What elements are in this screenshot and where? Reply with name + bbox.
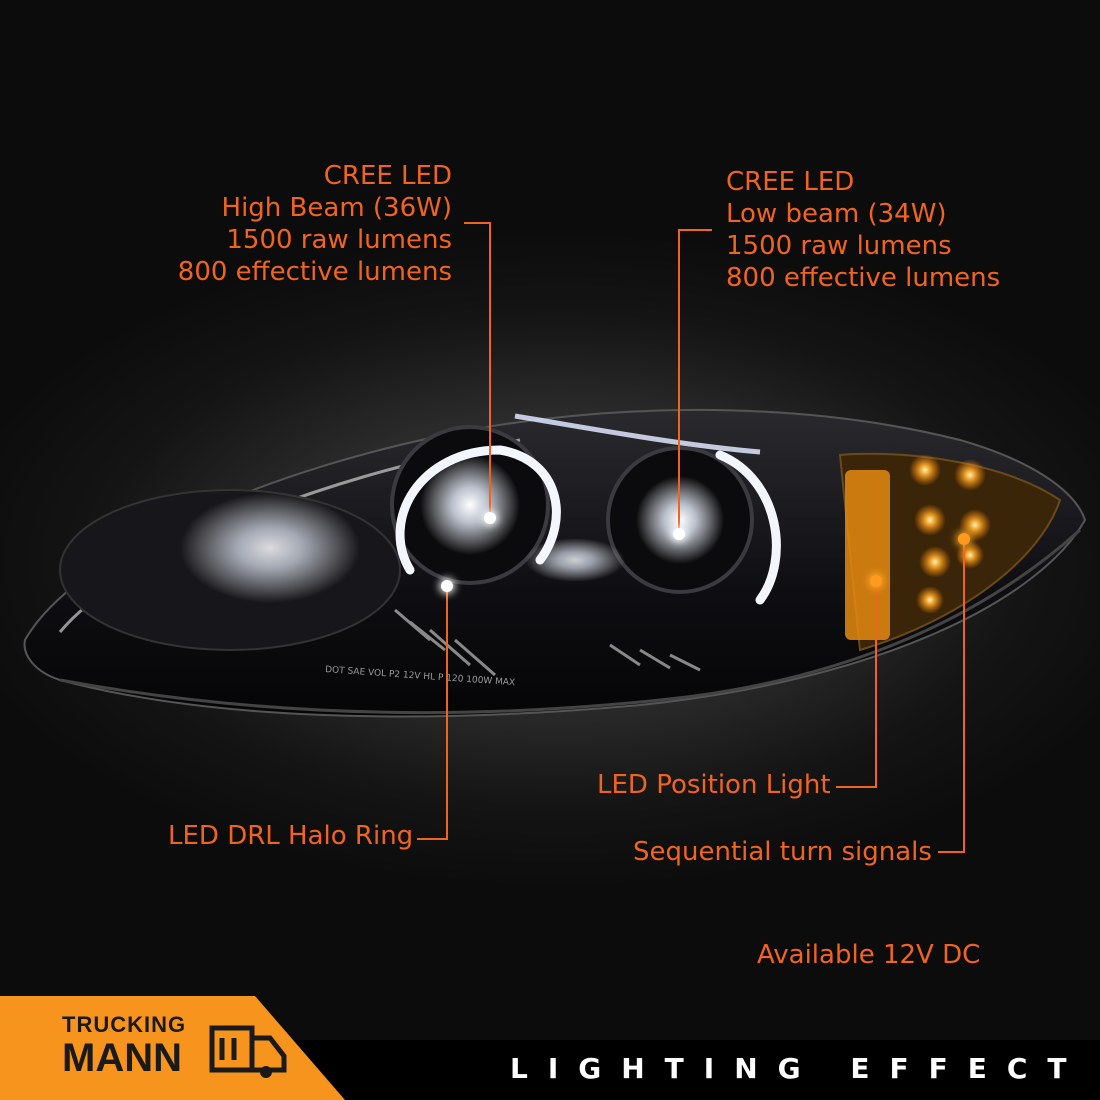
high-beam-line-3: 1500 raw lumens xyxy=(226,225,452,255)
turn-signal-marker xyxy=(958,533,970,545)
low-beam-leader-v xyxy=(678,229,680,529)
low-beam-marker xyxy=(673,528,685,540)
low-beam-line-3: 1500 raw lumens xyxy=(726,231,952,261)
brand-logo: TRUCKING MANN xyxy=(62,1012,187,1080)
drl-label: LED DRL Halo Ring xyxy=(168,821,414,851)
high-beam-line-2: High Beam (36W) xyxy=(221,193,452,223)
reflector-fins xyxy=(394,608,701,677)
position-light-label: LED Position Light xyxy=(597,770,831,800)
low-beam-line-1: CREE LED xyxy=(726,167,855,197)
footer-title: LIGHTING EFFECT xyxy=(510,1052,1087,1085)
position-leader-h xyxy=(836,786,876,788)
position-light-lens xyxy=(845,470,890,640)
drl-halo-ring-right xyxy=(715,450,781,605)
high-beam-leader-h xyxy=(464,222,490,224)
position-leader-v xyxy=(875,582,877,788)
brand-line-1: TRUCKING xyxy=(62,1012,187,1037)
turn-leader-v xyxy=(963,540,965,853)
position-light-marker xyxy=(870,575,882,587)
callout-drl: LED DRL Halo Ring xyxy=(168,820,413,852)
truck-icon xyxy=(209,1025,287,1078)
callout-turn-signals: Sequential turn signals xyxy=(633,836,932,868)
availability-note: Available 12V DC xyxy=(757,940,981,970)
turn-leader-h xyxy=(938,851,964,853)
drl-marker xyxy=(441,580,453,592)
high-beam-marker xyxy=(484,512,496,524)
callout-position-light: LED Position Light xyxy=(597,769,831,801)
high-beam-line-4: 800 effective lumens xyxy=(177,257,452,287)
low-beam-line-2: Low beam (34W) xyxy=(726,199,947,229)
turn-signal-lens xyxy=(838,452,1062,652)
callout-low-beam: CREE LED Low beam (34W) 1500 raw lumens … xyxy=(726,166,1000,294)
low-beam-leader-h xyxy=(678,229,712,231)
turn-signal-leds xyxy=(909,454,991,614)
brand-line-2: MANN xyxy=(62,1036,182,1080)
high-beam-line-1: CREE LED xyxy=(323,161,452,191)
drl-leader-h xyxy=(417,838,447,840)
low-beam-line-4: 800 effective lumens xyxy=(726,263,1001,293)
drl-halo-ring-left xyxy=(395,445,561,575)
high-beam-leader-v xyxy=(489,222,491,514)
turn-signals-label: Sequential turn signals xyxy=(633,837,932,867)
drl-leader-v xyxy=(446,585,448,840)
callout-high-beam: CREE LED High Beam (36W) 1500 raw lumens… xyxy=(178,160,452,288)
